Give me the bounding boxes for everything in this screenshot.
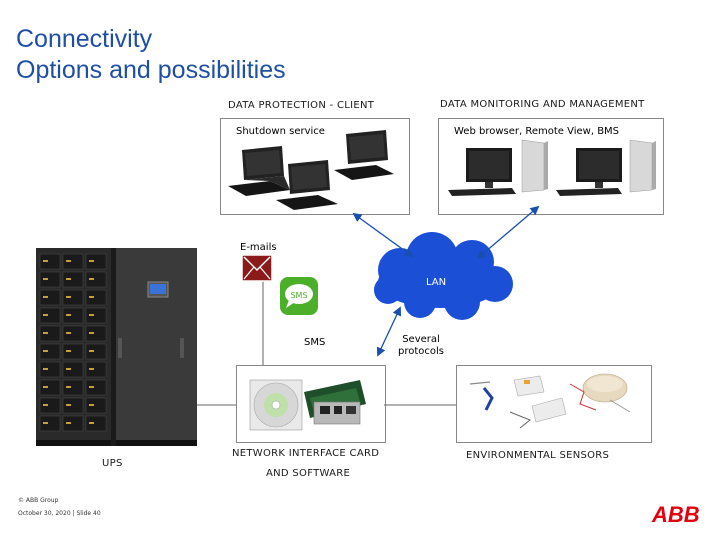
ups-battery-module [85, 325, 107, 342]
ups-battery-module [85, 253, 107, 270]
ups-module-led [66, 278, 71, 280]
ups-battery-module [85, 361, 107, 378]
ups-battery-module [62, 397, 84, 414]
laptop-icon [276, 160, 338, 210]
ups-module-led [89, 368, 94, 370]
ups-module-led [89, 260, 94, 262]
lan-cloud [374, 232, 513, 320]
ups-module-led [43, 350, 48, 352]
nic-heading-line-2: AND SOFTWARE [266, 468, 351, 479]
ups-module-led [43, 260, 48, 262]
ups-module-led [89, 332, 94, 334]
ups-battery-module [85, 415, 107, 432]
ups-battery-module [62, 325, 84, 342]
nic-lan-arrow [376, 306, 402, 357]
ups-module-led [89, 296, 94, 298]
desktop-computer-icon [556, 139, 656, 196]
ups-battery-module [62, 415, 84, 432]
ups-battery-module [62, 307, 84, 324]
protocols-label: Several protocols [398, 334, 444, 358]
ups-battery-module [62, 289, 84, 306]
ups-module-led [43, 278, 48, 280]
nic-heading-line-1: NETWORK INTERFACE CARD [232, 448, 380, 459]
ups-battery-module [62, 379, 84, 396]
ups-module-led [66, 332, 71, 334]
ups-module-led [43, 332, 48, 334]
ups-battery-module [39, 343, 61, 360]
ups-module-led [89, 278, 94, 280]
ups-battery-module [62, 271, 84, 288]
ups-module-led [43, 314, 48, 316]
slide-title: Connectivity Options and possibilities [16, 24, 286, 86]
ups-battery-module [62, 253, 84, 270]
client-lan-arrow [352, 212, 414, 258]
ups-battery-module [39, 289, 61, 306]
ups-module-led [66, 296, 71, 298]
ups-module-led [66, 368, 71, 370]
env-sensors-heading: ENVIRONMENTAL SENSORS [466, 450, 610, 461]
desktop-computer-icon [448, 139, 548, 196]
protocols-line-1: Several [402, 334, 440, 345]
ups-module-led [66, 422, 71, 424]
ups-module-led [66, 350, 71, 352]
laptop-icon [228, 146, 290, 196]
sms-icon-text: SMS [290, 291, 307, 300]
laptop-icon [334, 130, 394, 180]
title-line-1: Connectivity [16, 25, 153, 53]
ups-module-led [89, 386, 94, 388]
ups-module-led [43, 296, 48, 298]
footer-date-slide: October 30, 2020 | Slide 40 [18, 510, 101, 517]
ups-battery-module [85, 289, 107, 306]
ups-battery-module [39, 307, 61, 324]
ups-module-led [43, 368, 48, 370]
ups-battery-module [85, 343, 107, 360]
ups-module-led [89, 314, 94, 316]
web-browser-label: Web browser, Remote View, BMS [454, 126, 620, 137]
abb-logo: ABB [651, 502, 700, 527]
shutdown-service-label: Shutdown service [236, 126, 325, 137]
ups-battery-module [39, 361, 61, 378]
ups-cabinet-icon [36, 248, 197, 446]
ups-battery-module [62, 343, 84, 360]
ups-battery-module [39, 379, 61, 396]
ups-module-led [43, 404, 48, 406]
cd-icon [249, 379, 303, 431]
ups-battery-module [62, 361, 84, 378]
network-card-icon [304, 380, 366, 425]
ups-module-led [89, 404, 94, 406]
abb-logo-text: ABB [651, 502, 700, 527]
monitoring-lan-arrow [476, 205, 540, 260]
ups-module-led [43, 386, 48, 388]
envelope-icon [241, 254, 273, 282]
ups-module-led [89, 350, 94, 352]
ups-module-led [66, 260, 71, 262]
protocols-line-2: protocols [398, 346, 445, 357]
ups-module-led [66, 314, 71, 316]
ups-battery-module [39, 325, 61, 342]
emails-label: E-mails [240, 242, 277, 253]
footer-copyright: © ABB Group [18, 497, 59, 504]
ups-battery-module [85, 379, 107, 396]
data-protection-heading: DATA PROTECTION - CLIENT [228, 100, 375, 111]
sensor-icon [469, 373, 631, 429]
ups-battery-module [39, 271, 61, 288]
ups-battery-module [85, 397, 107, 414]
ups-module-led [43, 422, 48, 424]
ups-heading: UPS [102, 458, 123, 469]
ups-battery-module [85, 271, 107, 288]
lan-label: LAN [426, 277, 447, 288]
sms-icon [280, 277, 318, 315]
sms-label: SMS [304, 337, 326, 348]
ups-battery-module [39, 253, 61, 270]
ups-module-led [89, 422, 94, 424]
ups-battery-module [39, 397, 61, 414]
data-monitoring-heading: DATA MONITORING AND MANAGEMENT [440, 99, 645, 110]
ups-battery-module [39, 415, 61, 432]
ups-module-led [66, 386, 71, 388]
ups-battery-module [85, 307, 107, 324]
ups-module-led [66, 404, 71, 406]
title-line-2: Options and possibilities [16, 56, 286, 84]
